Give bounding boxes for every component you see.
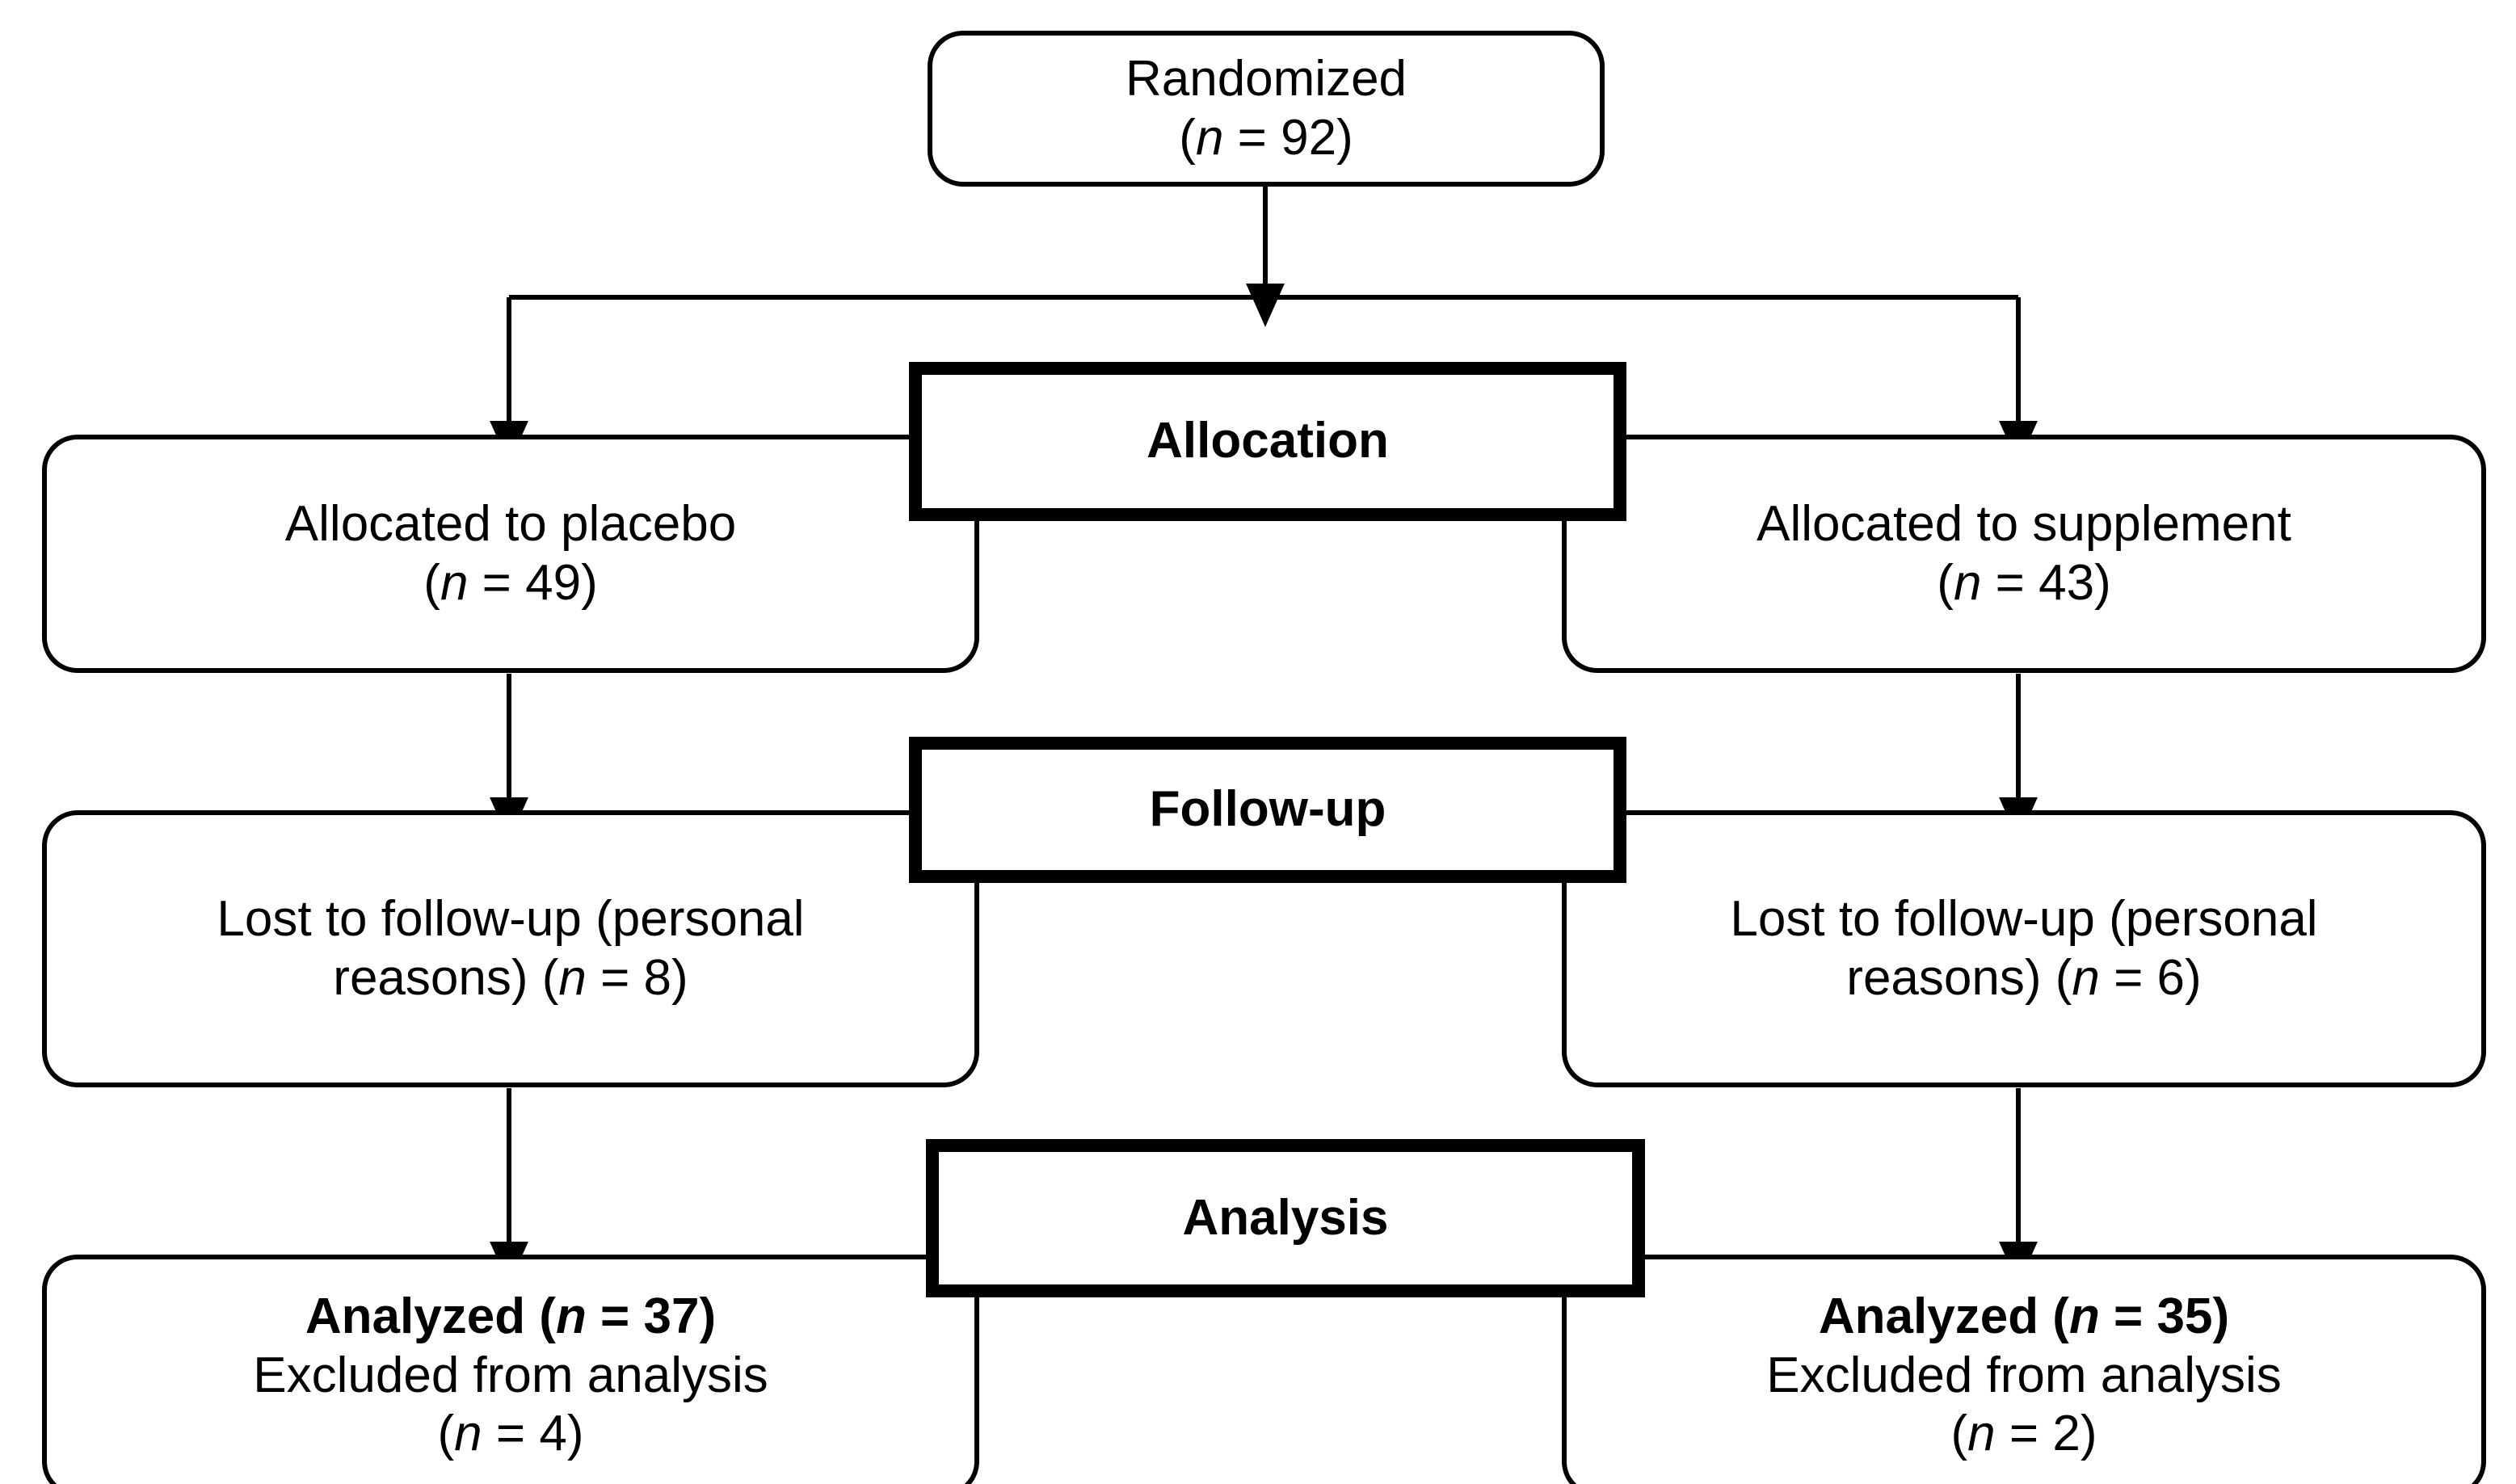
equals-sign: =	[2099, 949, 2157, 1006]
node-lost-followup-supplement-line2: reasons) (n = 6)	[1846, 949, 2201, 1008]
equals-sign: =	[586, 949, 644, 1006]
analyzed-label: Analyzed (	[1818, 1289, 2069, 1345]
n-value: 8	[643, 949, 672, 1006]
node-lost-followup-supplement-line1: Lost to follow-up (personal	[1730, 890, 2318, 947]
paren-close: )	[2094, 554, 2111, 611]
node-randomized-count: (n = 92)	[1179, 109, 1353, 168]
node-allocated-supplement-label: Allocated to supplement	[1757, 495, 2291, 552]
reasons-prefix: reasons) (	[1846, 949, 2072, 1006]
node-lost-followup-placebo-line1: Lost to follow-up (personal	[217, 890, 805, 947]
node-analyzed-placebo-analyzed: Analyzed (n = 37)	[305, 1288, 716, 1347]
paren-close: )	[1336, 109, 1353, 166]
paren-open: (	[1179, 109, 1196, 166]
equals-sign: =	[586, 1289, 644, 1345]
equals-sign: =	[2099, 1289, 2157, 1345]
reasons-prefix: reasons) (	[333, 949, 559, 1006]
equals-sign: =	[468, 554, 526, 611]
equals-sign: =	[1223, 109, 1281, 166]
stage-header-analysis: Analysis	[926, 1139, 1645, 1297]
stage-header-analysis-label: Analysis	[1182, 1189, 1389, 1246]
equals-sign: =	[1995, 1406, 2053, 1462]
node-analyzed-supplement-analyzed: Analyzed (n = 35)	[1819, 1288, 2229, 1347]
paren-open: (	[1950, 1406, 1968, 1462]
paren-close: )	[566, 1406, 584, 1462]
n-value: 35	[2156, 1289, 2213, 1345]
paren-close: )	[2185, 949, 2202, 1006]
paren-close: )	[671, 949, 688, 1006]
n-symbol: n	[555, 1289, 587, 1345]
stage-header-followup-label: Follow-up	[1149, 781, 1386, 838]
paren-close: )	[2212, 1289, 2230, 1345]
stage-header-allocation: Allocation	[909, 362, 1626, 521]
equals-sign: =	[1981, 554, 2039, 611]
n-symbol: n	[2072, 949, 2100, 1006]
n-value: 49	[525, 554, 582, 611]
n-symbol: n	[454, 1406, 482, 1462]
node-lost-followup-placebo-line2: reasons) (n = 8)	[333, 949, 688, 1008]
node-analyzed-placebo-excluded-count: (n = 4)	[438, 1405, 584, 1464]
n-symbol: n	[558, 949, 587, 1006]
node-analyzed-supplement: Analyzed (n = 35) Excluded from analysis…	[1562, 1255, 2486, 1484]
n-symbol: n	[2068, 1289, 2100, 1345]
node-lost-followup-supplement: Lost to follow-up (personal reasons) (n …	[1562, 810, 2486, 1087]
stage-header-allocation-label: Allocation	[1147, 413, 1389, 469]
node-lost-followup-placebo: Lost to follow-up (personal reasons) (n …	[42, 810, 979, 1087]
paren-open: (	[1937, 554, 1954, 611]
n-symbol: n	[440, 554, 469, 611]
node-allocated-placebo: Allocated to placebo (n = 49)	[42, 435, 979, 673]
stage-header-followup: Follow-up	[909, 737, 1626, 883]
n-value: 92	[1281, 109, 1337, 166]
node-allocated-supplement-count: (n = 43)	[1937, 554, 2110, 613]
n-symbol: n	[1195, 109, 1224, 166]
n-symbol: n	[1953, 554, 1982, 611]
paren-close: )	[581, 554, 598, 611]
node-analyzed-supplement-excluded-label: Excluded from analysis	[1766, 1347, 2282, 1403]
paren-close: )	[2080, 1406, 2097, 1462]
paren-open: (	[437, 1406, 455, 1462]
analyzed-label: Analyzed (	[305, 1289, 556, 1345]
node-allocated-placebo-count: (n = 49)	[423, 554, 597, 613]
node-analyzed-placebo-excluded-label: Excluded from analysis	[253, 1347, 768, 1403]
n-value: 4	[539, 1406, 567, 1462]
paren-close: )	[699, 1289, 717, 1345]
node-analyzed-supplement-excluded-count: (n = 2)	[1951, 1405, 2097, 1464]
node-allocated-placebo-label: Allocated to placebo	[284, 495, 737, 552]
node-allocated-supplement: Allocated to supplement (n = 43)	[1562, 435, 2486, 673]
node-randomized-label: Randomized	[1125, 50, 1407, 107]
n-symbol: n	[1967, 1406, 1996, 1462]
node-analyzed-placebo: Analyzed (n = 37) Excluded from analysis…	[42, 1255, 979, 1484]
n-value: 37	[643, 1289, 700, 1345]
equals-sign: =	[482, 1406, 540, 1462]
n-value: 43	[2038, 554, 2095, 611]
node-randomized: Randomized (n = 92)	[928, 31, 1605, 187]
n-value: 2	[2052, 1406, 2081, 1462]
n-value: 6	[2156, 949, 2186, 1006]
paren-open: (	[423, 554, 440, 611]
